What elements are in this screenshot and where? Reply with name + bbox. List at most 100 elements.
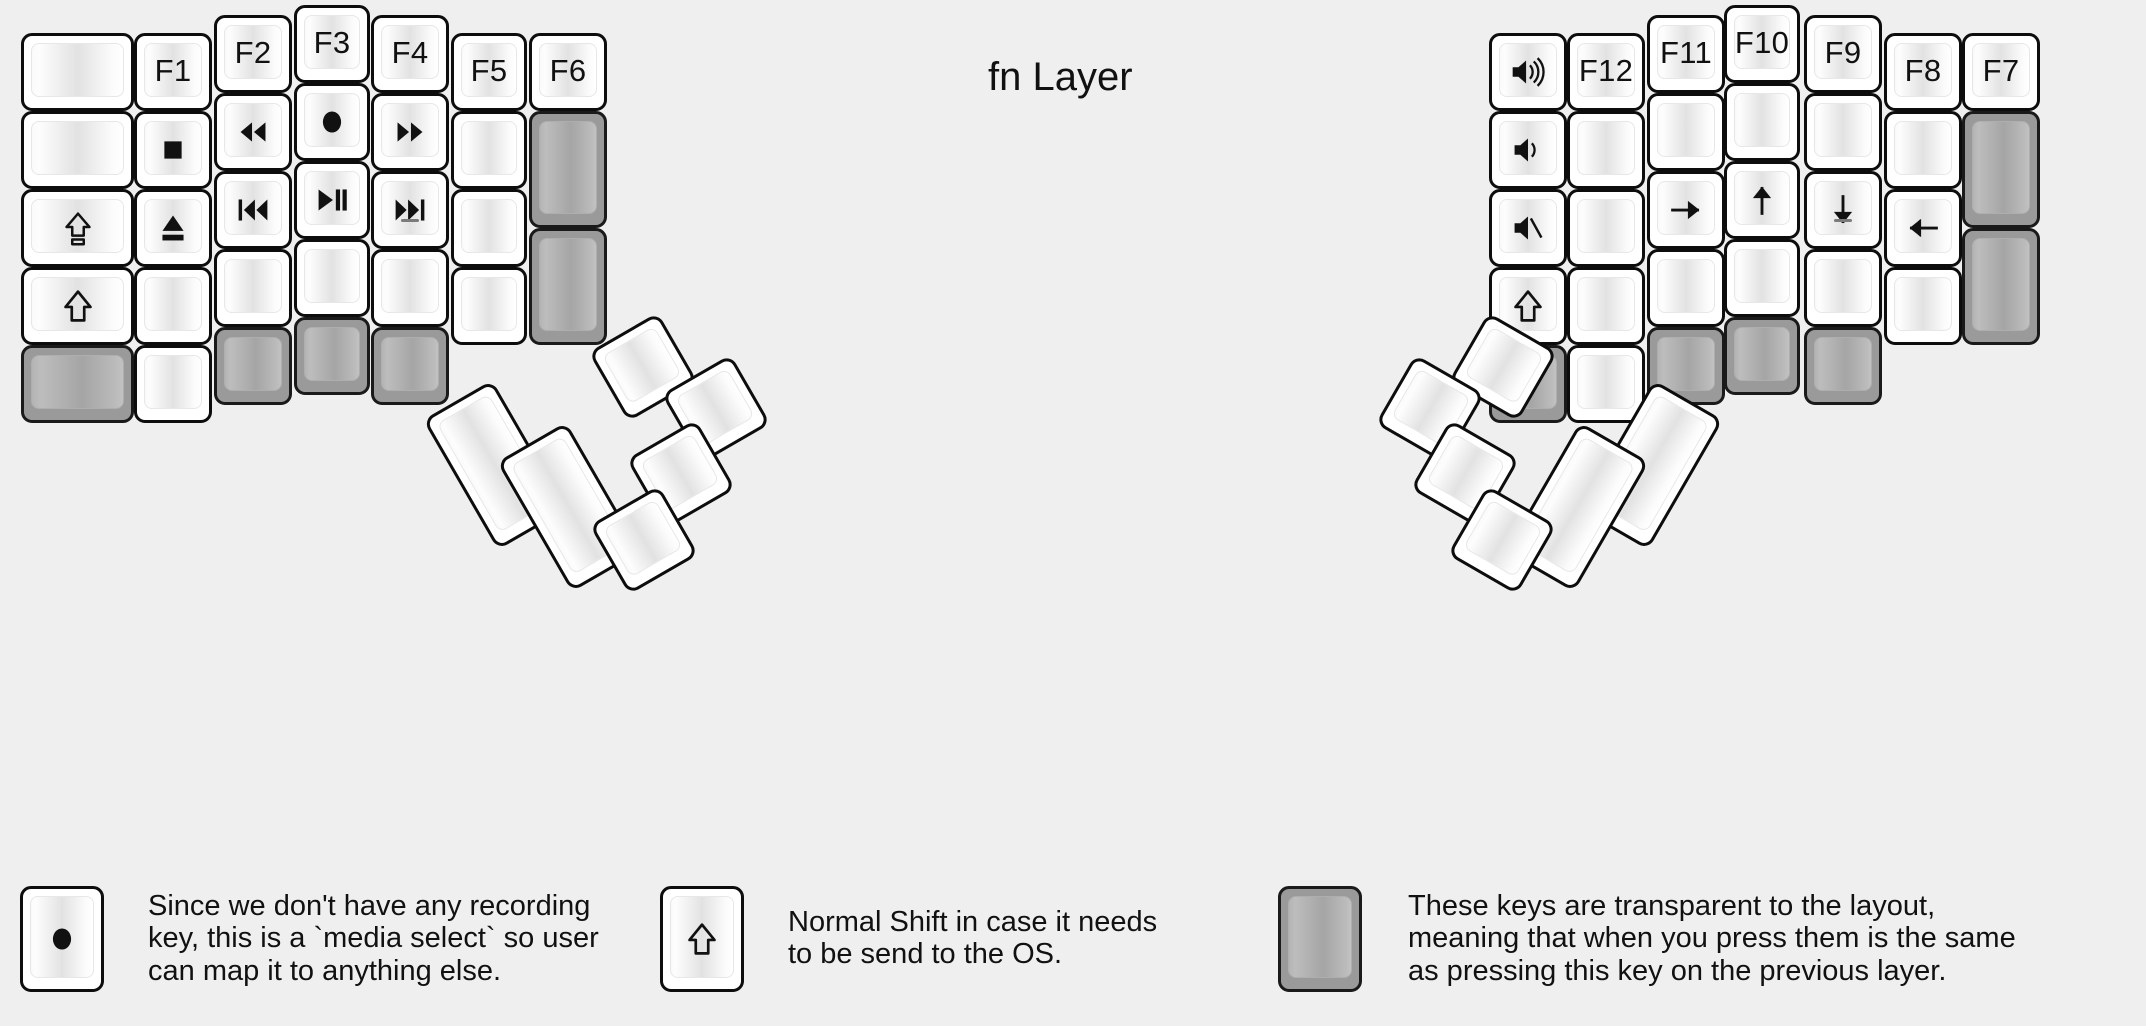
key-face <box>304 249 360 303</box>
homing-bump <box>401 219 419 222</box>
key-f2[interactable]: F2 <box>214 15 292 93</box>
key-face <box>670 896 734 978</box>
transparent-key-note-swatch[interactable] <box>1278 886 1362 992</box>
key-media-eject[interactable] <box>134 189 212 267</box>
key-blank-6[interactable] <box>294 239 370 317</box>
key-face <box>1657 181 1715 235</box>
key-face <box>1577 43 1635 97</box>
key-blank-13[interactable] <box>1804 93 1882 171</box>
key-blank-1[interactable] <box>21 33 134 111</box>
key-blank-7[interactable] <box>371 249 449 327</box>
key-face <box>1972 43 2030 97</box>
key-blank-3[interactable] <box>134 267 212 345</box>
key-blank-20[interactable] <box>1567 189 1645 267</box>
key-transparent-2[interactable] <box>214 327 292 405</box>
key-face <box>1894 121 1952 175</box>
key-transparent-8[interactable] <box>1962 228 2040 345</box>
key-transparent-1[interactable] <box>21 345 134 423</box>
key-blank-15[interactable] <box>1724 83 1800 161</box>
key-media-rewind[interactable] <box>214 93 292 171</box>
shift-key-note-swatch[interactable] <box>660 886 744 992</box>
key-media-next-track[interactable] <box>371 171 449 249</box>
key-arrow-right[interactable] <box>1647 171 1725 249</box>
key-face <box>461 277 517 331</box>
key-volume-mute[interactable] <box>1489 189 1567 267</box>
key-media-play-pause[interactable] <box>294 161 370 239</box>
volume-mute-icon <box>1505 205 1551 251</box>
key-caps-lock[interactable] <box>21 189 134 267</box>
key-face <box>1734 249 1790 303</box>
shift-arrow-icon <box>679 916 725 962</box>
key-shift[interactable] <box>21 267 134 345</box>
key-blank-16[interactable] <box>1724 239 1800 317</box>
key-face <box>381 259 439 313</box>
key-face <box>539 121 597 214</box>
key-blank-11[interactable] <box>1884 111 1962 189</box>
key-face <box>1499 43 1557 97</box>
key-transparent-9[interactable] <box>1804 327 1882 405</box>
key-blank-8[interactable] <box>451 111 527 189</box>
shift-arrow-icon <box>1505 283 1551 329</box>
key-transparent-10[interactable] <box>1724 317 1800 395</box>
key-f11[interactable]: F11 <box>1647 15 1725 93</box>
key-blank-19[interactable] <box>1567 111 1645 189</box>
key-face <box>224 259 282 313</box>
record-key-note-swatch[interactable] <box>20 886 104 992</box>
transparent-key-note-text: These keys are transparent to the layout… <box>1408 890 2016 987</box>
key-transparent-6[interactable] <box>529 228 607 345</box>
next-track-icon <box>387 187 433 233</box>
key-f1[interactable]: F1 <box>134 33 212 111</box>
key-blank-4[interactable] <box>134 345 212 423</box>
key-f9[interactable]: F9 <box>1804 15 1882 93</box>
key-media-stop[interactable] <box>134 111 212 189</box>
play-pause-icon <box>309 177 355 223</box>
key-face <box>1657 337 1715 391</box>
key-volume-down[interactable] <box>1489 111 1567 189</box>
key-face <box>1657 259 1715 313</box>
key-face <box>1577 355 1635 409</box>
key-face <box>1463 499 1543 578</box>
key-f7[interactable]: F7 <box>1962 33 2040 111</box>
key-f4[interactable]: F4 <box>371 15 449 93</box>
key-blank-12[interactable] <box>1884 267 1962 345</box>
key-blank-22[interactable] <box>1567 345 1645 423</box>
arrow-right-icon <box>1663 187 1709 233</box>
key-face <box>304 171 360 225</box>
key-volume-up[interactable] <box>1489 33 1567 111</box>
key-arrow-left[interactable] <box>1884 189 1962 267</box>
key-transparent-7[interactable] <box>1962 111 2040 228</box>
key-face <box>1814 25 1872 79</box>
key-f6[interactable]: F6 <box>529 33 607 111</box>
key-blank-18[interactable] <box>1647 249 1725 327</box>
arrow-up-icon <box>1739 177 1785 223</box>
transparent-key-note: These keys are transparent to the layout… <box>0 876 2146 1026</box>
key-media-record[interactable] <box>294 83 370 161</box>
key-blank-2[interactable] <box>21 111 134 189</box>
record-dot-icon <box>309 99 355 145</box>
key-transparent-11[interactable] <box>1647 327 1725 405</box>
record-dot-icon <box>39 916 85 962</box>
key-media-prev-track[interactable] <box>214 171 292 249</box>
key-transparent-3[interactable] <box>294 317 370 395</box>
key-blank-17[interactable] <box>1647 93 1725 171</box>
prev-track-icon <box>230 187 276 233</box>
key-f10[interactable]: F10 <box>1724 5 1800 83</box>
key-f12[interactable]: F12 <box>1567 33 1645 111</box>
key-face <box>304 15 360 69</box>
key-blank-14[interactable] <box>1804 249 1882 327</box>
key-blank-5[interactable] <box>214 249 292 327</box>
key-media-fast-forward[interactable] <box>371 93 449 171</box>
key-blank-21[interactable] <box>1567 267 1645 345</box>
key-arrow-up[interactable] <box>1724 161 1800 239</box>
key-arrow-down[interactable] <box>1804 171 1882 249</box>
key-face <box>1972 238 2030 331</box>
key-transparent-4[interactable] <box>371 327 449 405</box>
key-f3[interactable]: F3 <box>294 5 370 83</box>
key-transparent-5[interactable] <box>529 111 607 228</box>
key-f5[interactable]: F5 <box>451 33 527 111</box>
key-f8[interactable]: F8 <box>1884 33 1962 111</box>
key-blank-9[interactable] <box>451 189 527 267</box>
stop-icon <box>150 127 196 173</box>
key-face <box>461 199 517 253</box>
key-blank-10[interactable] <box>451 267 527 345</box>
